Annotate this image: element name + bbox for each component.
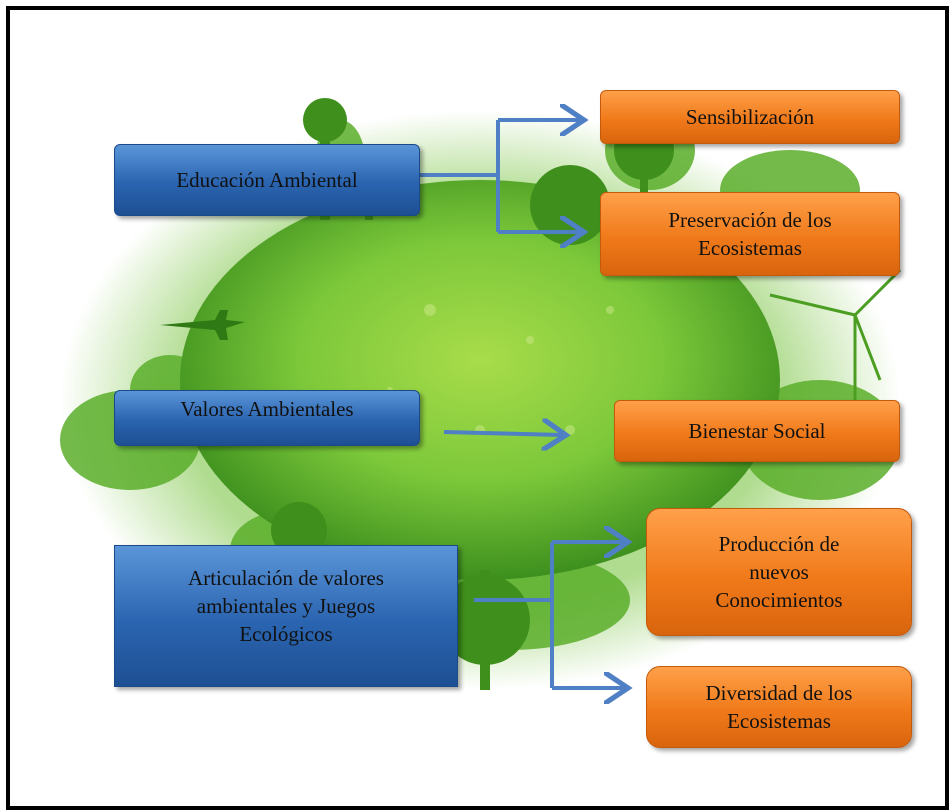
planet-shape	[180, 180, 780, 580]
wind-turbine-icon	[769, 268, 902, 430]
node-educacion-ambiental: Educación Ambiental	[114, 144, 420, 216]
node-preservacion: Preservación de los Ecosistemas	[600, 192, 900, 276]
node-label: Preservación de los Ecosistemas	[668, 208, 832, 260]
node-label: Producción de nuevos Conocimientos	[715, 532, 843, 612]
node-label: Valores Ambientales	[180, 397, 354, 421]
node-produccion: Producción de nuevos Conocimientos	[646, 508, 912, 636]
node-label: Diversidad de los Ecosistemas	[705, 681, 853, 733]
diagram-frame: Educación Ambiental Valores Ambientales …	[6, 6, 949, 810]
node-label: Sensibilización	[685, 105, 815, 129]
node-bienestar-social: Bienestar Social	[614, 400, 900, 462]
node-label: Bienestar Social	[688, 419, 826, 443]
node-valores-ambientales: Valores Ambientales	[114, 390, 420, 446]
node-diversidad: Diversidad de los Ecosistemas	[646, 666, 912, 748]
connectors	[420, 120, 624, 688]
node-label: Educación Ambiental	[176, 168, 358, 192]
node-sensibilizacion: Sensibilización	[600, 90, 900, 144]
airplane-icon	[160, 310, 245, 340]
node-articulacion: Articulación de valores ambientales y Ju…	[114, 545, 458, 687]
node-label: Articulación de valores ambientales y Ju…	[188, 566, 384, 646]
